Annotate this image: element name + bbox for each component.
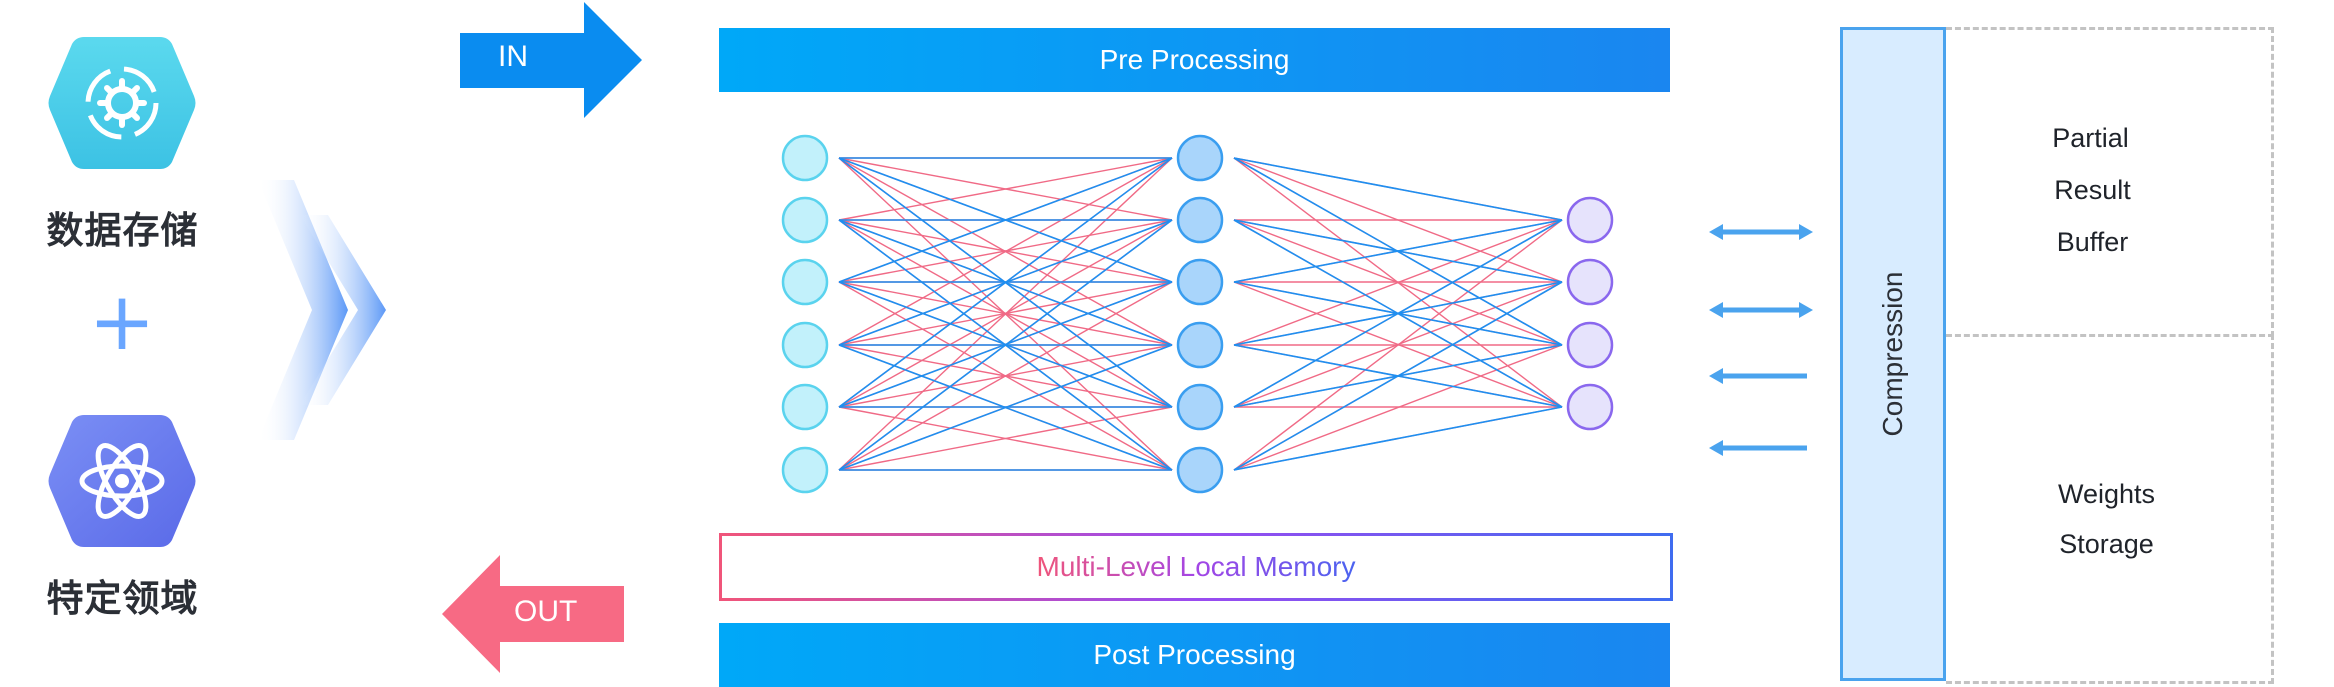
neuron-layer-2 xyxy=(1178,323,1222,367)
partial-result-buffer-label: Partial Result Buffer xyxy=(1946,112,2271,268)
local-memory-label: Multi-Level Local Memory xyxy=(1037,551,1356,583)
domain-specific-icon xyxy=(44,411,200,551)
neuron-layer-1 xyxy=(783,136,827,180)
neuron-layer-3 xyxy=(1568,323,1612,367)
pre-processing-bar: Pre Processing xyxy=(719,28,1670,92)
input-arrow: IN xyxy=(460,0,642,120)
neuron-layer-3 xyxy=(1568,385,1612,429)
buffer-line-2: Result xyxy=(1930,164,2255,216)
neuron-layer-2 xyxy=(1178,448,1222,492)
neuron-layer-1 xyxy=(783,385,827,429)
network-edge xyxy=(1234,282,1562,470)
neuron-layer-1 xyxy=(783,323,827,367)
local-memory-box: Multi-Level Local Memory xyxy=(719,533,1673,601)
neuron-layer-1 xyxy=(783,448,827,492)
neuron-layer-2 xyxy=(1178,198,1222,242)
domain-specific-label: 特定领域 xyxy=(20,568,225,622)
neuron-layer-2 xyxy=(1178,385,1222,429)
buffer-line-3: Buffer xyxy=(1930,216,2255,268)
compression-label: Compression xyxy=(1877,272,1909,437)
neuron-layer-2 xyxy=(1178,136,1222,180)
data-storage-icon xyxy=(44,33,200,173)
partial-result-buffer-box: Partial Result Buffer xyxy=(1946,27,2274,337)
in-label: IN xyxy=(498,40,528,74)
connector-arrows xyxy=(1705,210,1817,470)
data-storage-label: 数据存储 xyxy=(20,200,225,254)
weights-storage-box: Weights Storage xyxy=(1946,334,2274,684)
neural-network xyxy=(760,120,1640,520)
network-edge xyxy=(1234,158,1562,220)
neuron-layer-1 xyxy=(783,198,827,242)
neuron-layer-2 xyxy=(1178,260,1222,304)
neuron-layer-1 xyxy=(783,260,827,304)
weights-line-2: Storage xyxy=(1944,519,2269,569)
output-arrow: OUT xyxy=(442,555,624,673)
weights-storage-label: Weights Storage xyxy=(1946,469,2271,569)
neuron-layer-3 xyxy=(1568,260,1612,304)
weights-line-1: Weights xyxy=(1944,469,2269,519)
buffer-line-1: Partial xyxy=(1928,112,2253,164)
network-edge xyxy=(1234,407,1562,470)
post-processing-bar: Post Processing xyxy=(719,623,1670,687)
chevron-right-icon xyxy=(258,180,398,440)
neuron-layer-3 xyxy=(1568,198,1612,242)
out-label: OUT xyxy=(514,595,577,629)
plus-sign: + xyxy=(82,282,162,362)
